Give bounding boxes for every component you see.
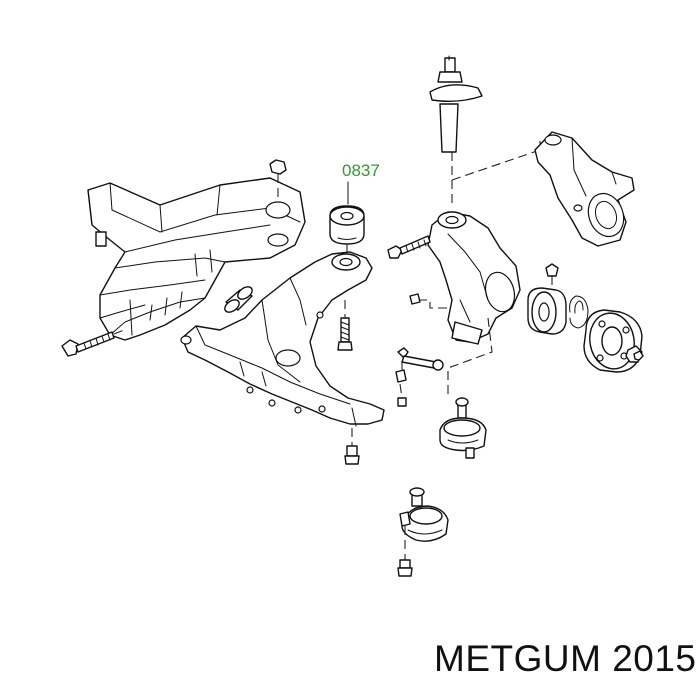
strut-assembly bbox=[429, 55, 483, 205]
ball-joint-upper bbox=[439, 397, 487, 459]
circlip bbox=[569, 295, 589, 329]
leader-carrier-down bbox=[447, 317, 493, 396]
subframe bbox=[87, 177, 306, 341]
hub-carrier bbox=[427, 211, 521, 345]
subframe-bolt bbox=[61, 329, 125, 357]
brand-label: METGUM 2015 bbox=[434, 638, 697, 679]
wheel-bearing bbox=[527, 287, 567, 335]
callout-part-number: 0837 bbox=[342, 161, 380, 180]
subframe-nut bbox=[269, 159, 287, 198]
arm-lower-bolt bbox=[344, 428, 360, 465]
wheel-hub bbox=[583, 309, 644, 373]
steering-knuckle-upper bbox=[534, 131, 635, 247]
leader-knuckle-upper bbox=[451, 149, 541, 181]
small-clip bbox=[409, 293, 421, 305]
sway-bar-link bbox=[395, 347, 444, 407]
carrier-nut bbox=[545, 263, 559, 290]
arm-mount-bolt bbox=[337, 300, 353, 351]
ball-joint-lower bbox=[397, 487, 449, 577]
rear-bushing bbox=[224, 286, 253, 313]
leader-carrier-left bbox=[418, 299, 448, 309]
knuckle-bolt bbox=[387, 235, 431, 259]
lower-control-arm bbox=[180, 251, 385, 427]
bushing-0837 bbox=[329, 205, 365, 256]
